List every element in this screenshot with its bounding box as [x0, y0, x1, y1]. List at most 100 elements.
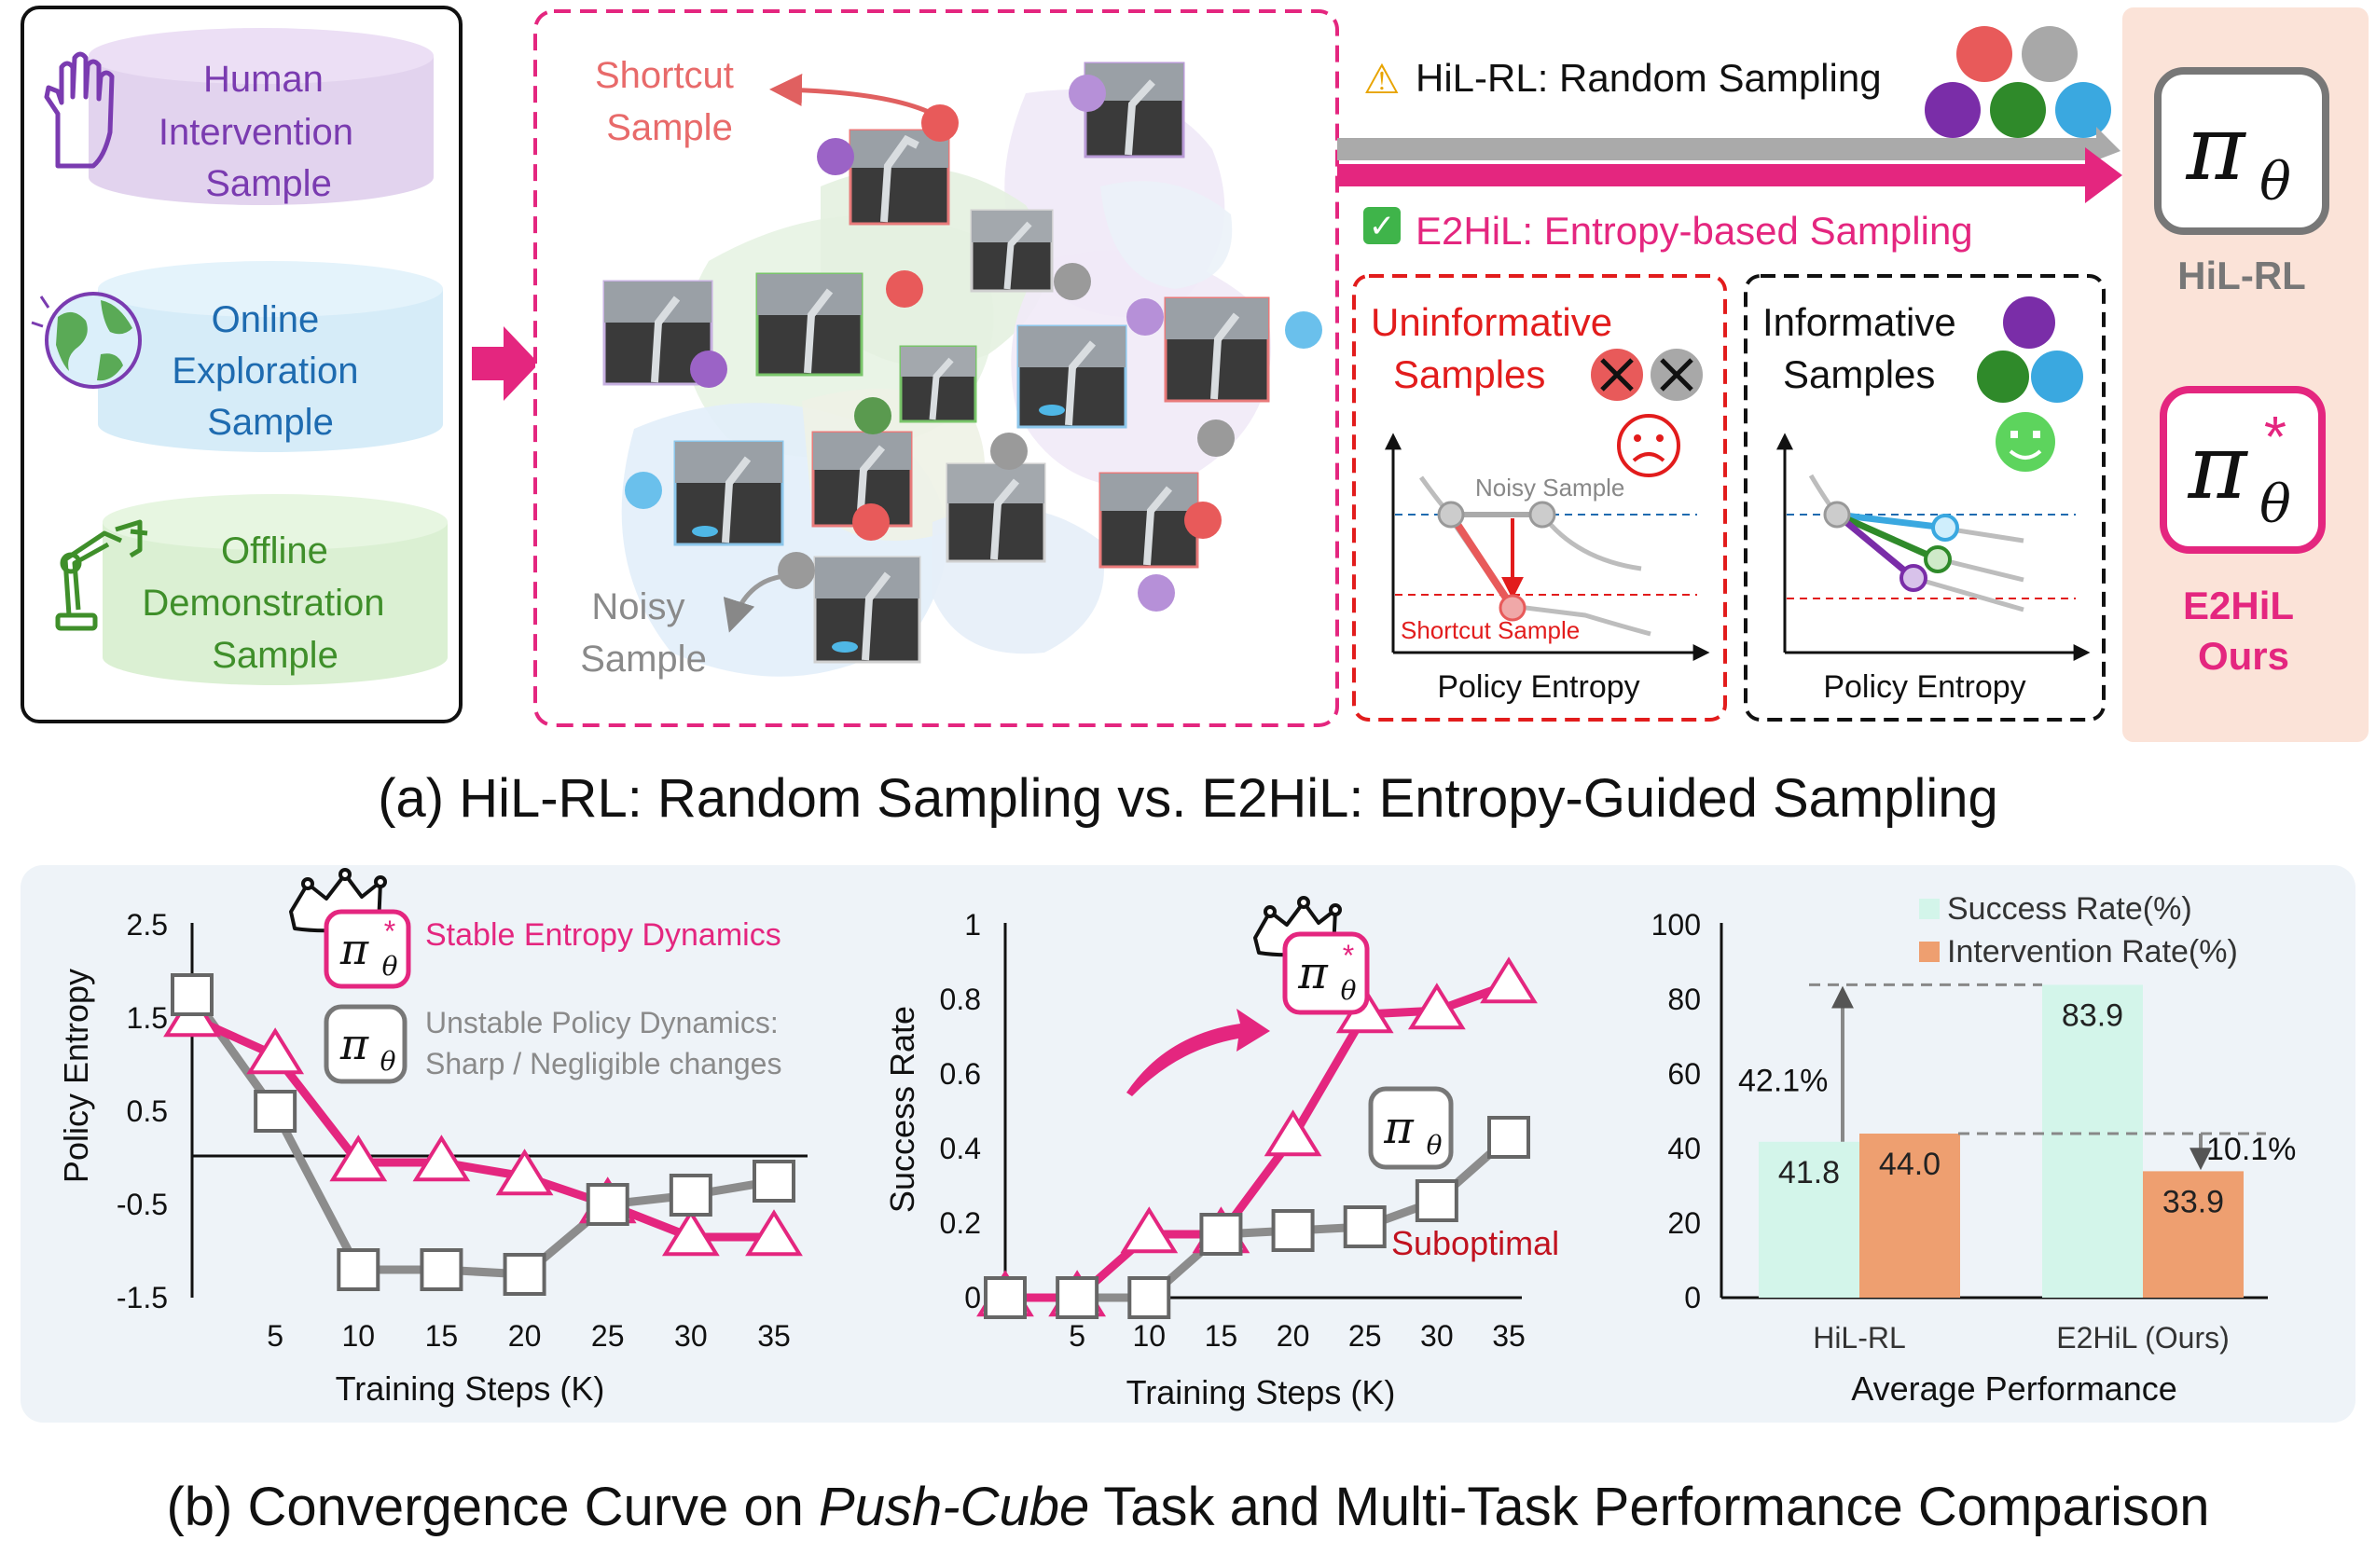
- x-tick-label: 25: [1348, 1319, 1382, 1353]
- uninformative-panel: Uninformative Samples Noisy Sample: [1352, 274, 1727, 722]
- online-exploration-dataset: Online Exploration Sample: [31, 261, 443, 452]
- human-label-3: Sample: [205, 163, 332, 204]
- square-marker: [1056, 1276, 1099, 1319]
- x-tick-label: 10: [341, 1319, 375, 1353]
- stable-entropy-legend: Stable Entropy Dynamics: [425, 917, 781, 953]
- intervention-drop-label: 10.1%: [2206, 1132, 2296, 1167]
- offline-label-2: Demonstration: [142, 583, 384, 624]
- shortcut-sample-tag: Shortcut Sample: [1401, 616, 1580, 644]
- thumb-2: [1084, 62, 1185, 158]
- hil-rl-policy: π θ HiL-RL: [2154, 67, 2329, 297]
- success-legend: Success Rate(%): [1947, 891, 2192, 927]
- check-icon-box: [1363, 207, 1401, 244]
- thumb-12: [1098, 472, 1199, 569]
- legend-theta-hil: θ: [380, 1046, 396, 1077]
- sample-pool: Shortcut Sample Noisy Sample: [533, 9, 1339, 727]
- square-marker: [984, 1276, 1027, 1319]
- bar: [1759, 1141, 1859, 1298]
- square-marker: [753, 1160, 795, 1203]
- success-ylabel: Success Rate: [883, 1006, 921, 1213]
- entropy-sampling-label: E2HiL: Entropy-based Sampling: [1416, 209, 1973, 253]
- y-tick-label: 1.5: [127, 1001, 168, 1035]
- x-tick-label: 20: [508, 1319, 542, 1353]
- y-tick-label: 2.5: [127, 908, 168, 942]
- e2hil-policy: π * θ E2HiL Ours: [2160, 386, 2326, 678]
- hil-rl-label: HiL-RL: [2177, 254, 2306, 297]
- success-legend-swatch: [1919, 899, 1940, 919]
- svg-text:Uninformative Samples: Uninformative Samples: [1371, 300, 1623, 396]
- policy-panel: π θ HiL-RL π * θ E2HiL Ours: [2122, 7, 2369, 742]
- offline-demonstration-dataset: Offline Demonstration Sample: [55, 494, 448, 685]
- square-marker: [1343, 1205, 1387, 1248]
- offline-label-3: Sample: [212, 635, 338, 676]
- thumb-5: [755, 272, 863, 377]
- hil-pi-symbol: π: [2185, 96, 2246, 200]
- caption-b: (b) Convergence Curve on Push-Cube Task …: [166, 1477, 2209, 1537]
- triangle-marker: [1264, 1109, 1322, 1157]
- e2hil-theta-subscript: θ: [2259, 475, 2291, 535]
- success-gain-label: 42.1%: [1738, 1064, 1828, 1099]
- noisy-label-2: Sample: [580, 639, 707, 680]
- square-marker: [1415, 1179, 1458, 1222]
- informative-xlabel: Policy Entropy: [1823, 669, 2025, 705]
- reject-red-icon: [1591, 349, 1643, 401]
- y-tick-label: 0.2: [940, 1206, 981, 1240]
- informative-title-1: Informative: [1762, 300, 1956, 344]
- suboptimal-annotation: Suboptimal: [1391, 1224, 1559, 1262]
- intervention-legend-swatch: [1919, 942, 1940, 962]
- online-label-1: Online: [212, 299, 320, 340]
- y-tick-label: 40: [1667, 1132, 1701, 1165]
- triangle-marker: [412, 1135, 471, 1182]
- hil-theta-subscript: θ: [2259, 152, 2291, 213]
- accept-green-dot: [1977, 351, 2029, 403]
- bar: [2143, 1171, 2244, 1298]
- square-marker: [503, 1253, 546, 1296]
- square-marker: [1271, 1209, 1315, 1252]
- unstable-legend-1: Unstable Policy Dynamics:: [425, 1006, 779, 1039]
- shortcut-label-1: Shortcut: [595, 55, 734, 96]
- x-tick-label: 35: [1492, 1319, 1526, 1353]
- svg-text:E2HiL Ours: E2HiL Ours: [2183, 584, 2304, 678]
- robot-arm-icon: [55, 519, 148, 631]
- informative-title-2: Samples: [1783, 352, 1935, 396]
- check-icon: ✓: [1369, 209, 1396, 244]
- bar: [2042, 984, 2143, 1298]
- online-label-3: Sample: [207, 402, 334, 443]
- x-tick-label: 25: [591, 1319, 625, 1353]
- x-tick-label: 5: [267, 1319, 283, 1353]
- square-marker: [171, 973, 214, 1016]
- svg-text:Offline Demonstration: Offline Demonstration Sample: [142, 530, 394, 676]
- reject-gray-icon: [1651, 349, 1703, 401]
- informative-panel: Informative Samples Policy Entropy: [1744, 274, 2106, 722]
- thumb-7: [1016, 324, 1127, 429]
- triangle-marker: [745, 1209, 803, 1257]
- curved-arrow: [1126, 1009, 1270, 1096]
- triangle-marker: [246, 1027, 305, 1075]
- bar-value-label: 44.0: [1879, 1147, 1941, 1182]
- x-tick-label: 15: [425, 1319, 459, 1353]
- y-tick-label: -0.5: [117, 1188, 168, 1221]
- accept-purple-dot: [2003, 296, 2055, 349]
- y-tick-label: 0.8: [940, 983, 981, 1016]
- y-tick-label: 0: [964, 1281, 981, 1314]
- thumb-10: [811, 431, 913, 528]
- human-label-2: Intervention: [159, 112, 353, 153]
- unstable-legend-2: Sharp / Negligible changes: [425, 1047, 781, 1080]
- hand-icon: [44, 51, 115, 169]
- shortcut-label-2: Sample: [606, 107, 733, 148]
- y-tick-label: -1.5: [117, 1281, 168, 1314]
- warning-icon: ⚠: [1363, 57, 1400, 103]
- hil-legend-box: [324, 1004, 408, 1084]
- x-tick-label: E2HiL (Ours): [2056, 1321, 2230, 1355]
- x-tick-label: 20: [1277, 1319, 1310, 1353]
- y-tick-label: 0.6: [940, 1057, 981, 1091]
- triangle-marker: [661, 1209, 720, 1257]
- y-tick-label: 60: [1667, 1057, 1701, 1091]
- svg-text:Informative Samples: Informative Samples: [1762, 300, 1967, 396]
- square-marker: [254, 1090, 297, 1133]
- legend-star-e2hil: *: [384, 915, 395, 948]
- e2hil-label-2: Ours: [2198, 634, 2289, 678]
- bar-value-label: 83.9: [2062, 997, 2123, 1033]
